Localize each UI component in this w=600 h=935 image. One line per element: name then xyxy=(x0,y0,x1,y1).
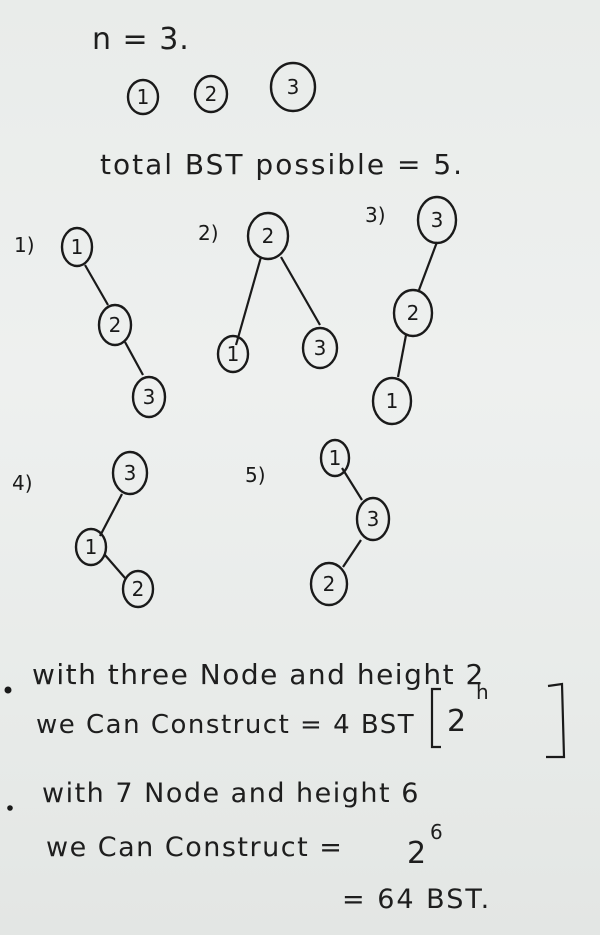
tree-3-grandchild: 1 xyxy=(371,376,413,426)
tree-4-child: 1 xyxy=(74,527,108,567)
tree-5-root: 1 xyxy=(319,438,351,478)
tree-3-label: 3) xyxy=(365,203,386,227)
note-2-line-2: we Can Construct = xyxy=(46,832,344,863)
svg-text:2: 2 xyxy=(109,313,122,337)
svg-text:1: 1 xyxy=(71,235,84,259)
tree-5-child: 3 xyxy=(355,496,391,542)
tree-1-root: 1 xyxy=(60,226,94,268)
bullet-1 xyxy=(4,686,12,694)
tree-1-label: 1) xyxy=(14,233,35,257)
note-1-formula-base: 2 xyxy=(447,704,468,739)
tree-1-child: 2 xyxy=(97,303,133,347)
note-1-line-2: we Can Construct = 4 BST xyxy=(36,710,416,740)
tree-2-right: 3 xyxy=(301,326,339,370)
note-1-formula-exponent: h xyxy=(476,680,490,704)
svg-text:3: 3 xyxy=(314,336,327,360)
svg-text:2: 2 xyxy=(407,301,420,325)
tree-4-grandchild: 2 xyxy=(121,569,155,609)
total-bst-line: total BST possible = 5. xyxy=(100,148,465,181)
note-1-line-1: with three Node and height 2 xyxy=(32,658,485,691)
svg-text:3: 3 xyxy=(431,208,444,232)
svg-text:1: 1 xyxy=(85,535,98,559)
key-node-2: 2 xyxy=(193,74,229,114)
svg-text:2: 2 xyxy=(205,82,218,106)
tree-5-label: 5) xyxy=(245,463,266,487)
svg-text:3: 3 xyxy=(124,461,137,485)
svg-text:3: 3 xyxy=(143,385,156,409)
tree-2-left: 1 xyxy=(216,334,250,374)
svg-text:1: 1 xyxy=(386,389,399,413)
svg-text:2: 2 xyxy=(323,572,336,596)
svg-text:2: 2 xyxy=(262,224,275,248)
tree-3-root: 3 xyxy=(416,195,458,245)
note-2-result: = 64 BST. xyxy=(342,884,492,915)
bullet-2 xyxy=(7,805,13,811)
svg-text:3: 3 xyxy=(367,507,380,531)
key-node-1: 1 xyxy=(126,78,160,116)
tree-3-child: 2 xyxy=(392,288,434,338)
note-2-line-1: with 7 Node and height 6 xyxy=(42,778,420,809)
svg-text:2: 2 xyxy=(132,577,145,601)
note-2-power-exponent: 6 xyxy=(430,820,444,844)
tree-2-root: 2 xyxy=(246,211,290,261)
svg-text:3: 3 xyxy=(287,75,300,99)
svg-text:1: 1 xyxy=(137,85,150,109)
tree-4-root: 3 xyxy=(111,450,149,496)
bracket-left xyxy=(430,687,441,749)
key-node-3: 3 xyxy=(269,61,317,113)
n-equals-line: n = 3. xyxy=(92,22,190,57)
svg-text:1: 1 xyxy=(227,342,240,366)
note-2-power-base: 2 xyxy=(407,836,428,871)
tree-1-grandchild: 3 xyxy=(131,375,167,419)
tree-2-label: 2) xyxy=(198,221,219,245)
tree-4-label: 4) xyxy=(12,471,33,495)
bracket-right xyxy=(546,682,566,759)
svg-text:1: 1 xyxy=(329,446,342,470)
tree-5-grandchild: 2 xyxy=(309,561,349,607)
